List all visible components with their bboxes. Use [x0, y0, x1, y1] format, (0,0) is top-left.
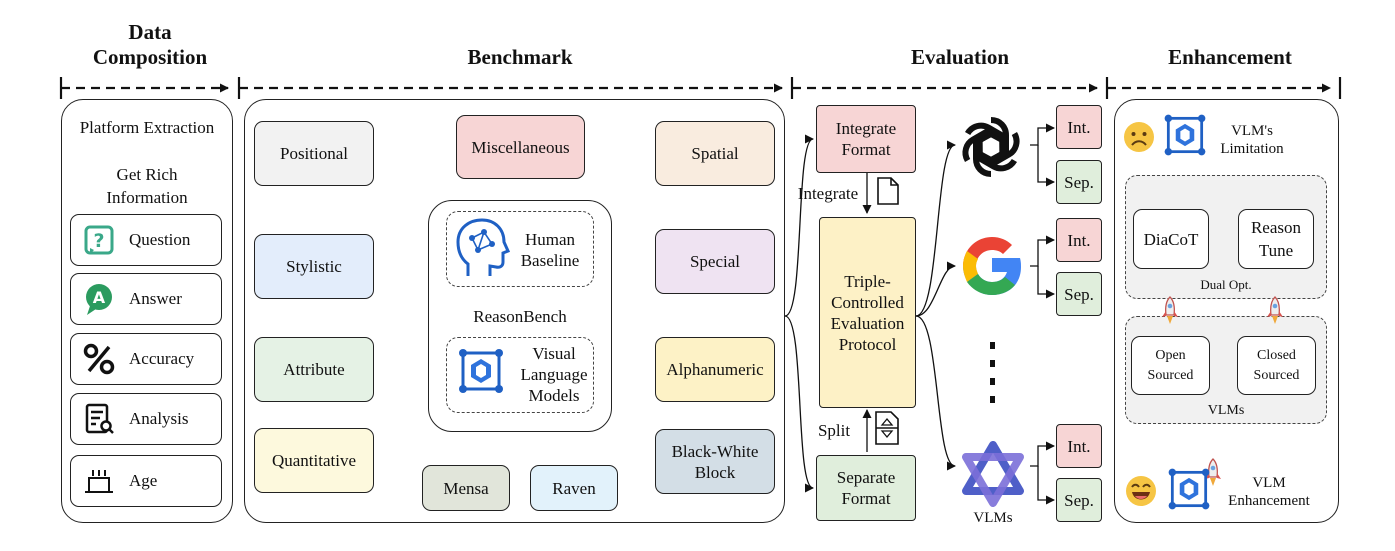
header-evaluation: Evaluation — [910, 45, 1010, 69]
diacot-box: DiaCoT — [1133, 209, 1209, 269]
header-data-composition: Data Composition — [92, 20, 208, 69]
category-spatial: Spatial — [655, 121, 775, 186]
human-head-icon — [454, 216, 511, 282]
vlm-cube-limitation-icon — [1160, 110, 1210, 160]
openai-logo-icon — [956, 112, 1026, 182]
vlm-logo-icon — [960, 441, 1026, 507]
data-item-label: Question — [129, 230, 191, 249]
vlm-box — [446, 337, 594, 413]
category-positional: Positional — [254, 121, 374, 186]
data-item-accuracy: Accuracy — [70, 333, 222, 385]
svg-text:A: A — [93, 288, 106, 307]
result-int-google: Int. — [1056, 218, 1102, 262]
data-item-label: Analysis — [129, 409, 189, 428]
rocket-icon — [1265, 296, 1285, 326]
enhancement-panel — [1114, 99, 1339, 523]
percent-icon — [71, 333, 127, 385]
data-item-age: Age — [70, 455, 222, 507]
question-icon: ? — [71, 214, 127, 266]
closed-sourced-box: Closed Sourced — [1237, 336, 1316, 395]
data-item-label: Age — [129, 471, 158, 490]
vlm-cube-enhanced-icon — [1164, 464, 1214, 514]
header-benchmark: Benchmark — [467, 45, 573, 69]
reasonbench-label: ReasonBench — [473, 307, 567, 326]
happy-face-icon — [1124, 474, 1158, 508]
vlms-model-label: VLMs — [973, 510, 1013, 526]
vlm-enhancement-label: VLM Enhancement — [1228, 475, 1310, 509]
platform-extraction-label: Platform Extraction — [79, 118, 215, 137]
vlm-cube-icon — [454, 344, 508, 398]
result-sep-google: Sep. — [1056, 272, 1102, 316]
analysis-icon — [71, 393, 127, 445]
category-alphanumeric: Alphanumeric — [655, 337, 775, 402]
category-special: Special — [655, 229, 775, 294]
category-miscellaneous: Miscellaneous — [456, 115, 585, 179]
category-mensa: Mensa — [422, 465, 510, 511]
data-item-label: Accuracy — [129, 349, 195, 368]
rich-information-label: Get Rich Information — [106, 165, 188, 207]
triple-controlled-protocol-box: Triple- Controlled Evaluation Protocol — [819, 217, 916, 408]
reason-tune-box: Reason Tune — [1238, 209, 1314, 269]
result-int-openai: Int. — [1056, 105, 1102, 149]
vlms-group-label: VLMs — [1207, 403, 1245, 418]
data-item-question: ? Question — [70, 214, 222, 266]
sad-face-icon — [1122, 120, 1156, 154]
vlm-label: Visual Language Models — [520, 344, 588, 405]
rocket-icon — [1203, 458, 1223, 488]
google-logo-icon — [958, 232, 1026, 300]
category-black-white-block: Black-White Block — [655, 429, 775, 494]
header-timeline — [59, 77, 1342, 99]
human-baseline-box — [446, 211, 594, 287]
data-item-answer: A Answer — [70, 273, 222, 325]
integrate-format-box: Integrate Format — [816, 105, 916, 173]
evaluation-connectors — [784, 123, 1055, 505]
header-enhancement: Enhancement — [1168, 45, 1292, 69]
human-baseline-label: Human Baseline — [520, 230, 580, 270]
category-attribute: Attribute — [254, 337, 374, 402]
more-models-dots — [990, 342, 995, 403]
category-raven: Raven — [530, 465, 618, 511]
result-sep-vlm: Sep. — [1056, 478, 1102, 522]
separate-format-box: Separate Format — [816, 455, 916, 521]
result-int-vlm: Int. — [1056, 424, 1102, 468]
open-sourced-box: Open Sourced — [1131, 336, 1210, 395]
svg-text:?: ? — [93, 230, 104, 252]
answer-icon: A — [71, 273, 127, 325]
rocket-icon — [1160, 296, 1180, 326]
dual-opt-label: Dual Opt. — [1200, 277, 1252, 292]
vlm-limitation-label: VLM's Limitation — [1220, 123, 1284, 157]
result-sep-openai: Sep. — [1056, 160, 1102, 204]
split-arrow-label: Split — [817, 421, 851, 440]
category-stylistic: Stylistic — [254, 234, 374, 299]
category-quantitative: Quantitative — [254, 428, 374, 493]
data-item-label: Answer — [129, 289, 182, 308]
cake-icon — [71, 455, 127, 507]
split-document-icon — [874, 410, 900, 446]
data-item-analysis: Analysis — [70, 393, 222, 445]
document-icon — [876, 176, 900, 206]
integrate-arrow-label: Integrate — [797, 184, 859, 203]
reasonbench-box — [428, 200, 612, 432]
